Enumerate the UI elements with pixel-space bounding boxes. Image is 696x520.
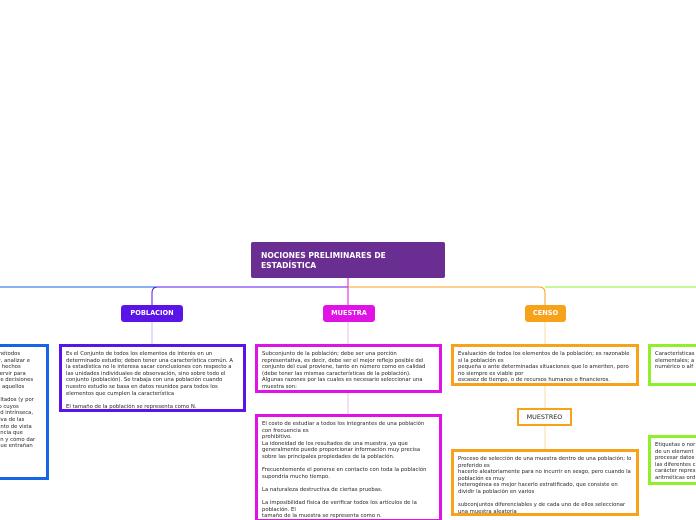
- topic-poblacion[interactable]: POBLACION: [121, 305, 183, 322]
- topic-muestra-label: MUESTRA: [331, 309, 367, 317]
- note-muestra-reasons-text: El costo de estudiar a todos los integra…: [262, 421, 427, 520]
- note-right-1-text: Características elementales; a numérico …: [655, 351, 695, 371]
- connector-root-censo: [348, 286, 546, 305]
- note-censo-text: Evaluación de todos los elementos de la …: [458, 351, 630, 384]
- topic-censo-label: CENSO: [532, 309, 559, 317]
- note-poblacion-text: Es el Conjunto de todos los elementos de…: [66, 351, 233, 410]
- topic-censo[interactable]: CENSO: [525, 305, 566, 322]
- topic-muestreo[interactable]: MUESTREO: [517, 408, 572, 426]
- note-right-2-text: Etiquetas o nor de un element procesar d…: [655, 442, 696, 481]
- note-censo[interactable]: Evaluación de todos los elementos de la …: [451, 344, 639, 386]
- root-topic[interactable]: NOCIONES PRELIMINARES DE ESTADÍSTICA: [251, 242, 445, 278]
- note-muestreo[interactable]: Proceso de selección de una muestra dent…: [451, 449, 639, 516]
- note-right-2-partial[interactable]: Etiquetas o nor de un element procesar d…: [648, 435, 696, 485]
- topic-muestra[interactable]: MUESTRA: [323, 305, 375, 322]
- topic-muestreo-label: MUESTREO: [526, 413, 563, 421]
- note-muestreo-text: Proceso de selección de una muestra dent…: [458, 456, 632, 515]
- root-title: NOCIONES PRELIMINARES DE ESTADÍSTICA: [261, 251, 386, 270]
- topic-poblacion-label: POBLACION: [130, 309, 174, 317]
- note-muestra-reasons[interactable]: El costo de estudiar a todos los integra…: [255, 414, 442, 520]
- note-muestra-definition[interactable]: Subconjunto de la población; debe ser un…: [255, 344, 442, 393]
- connector-root-left: [0, 278, 349, 288]
- note-poblacion[interactable]: Es el Conjunto de todos los elementos de…: [59, 344, 246, 412]
- connector-root-poblacion: [151, 286, 348, 305]
- note-right-1-partial[interactable]: Características elementales; a numérico …: [648, 344, 696, 386]
- note-muestra-text: Subconjunto de la población; debe ser un…: [262, 351, 426, 390]
